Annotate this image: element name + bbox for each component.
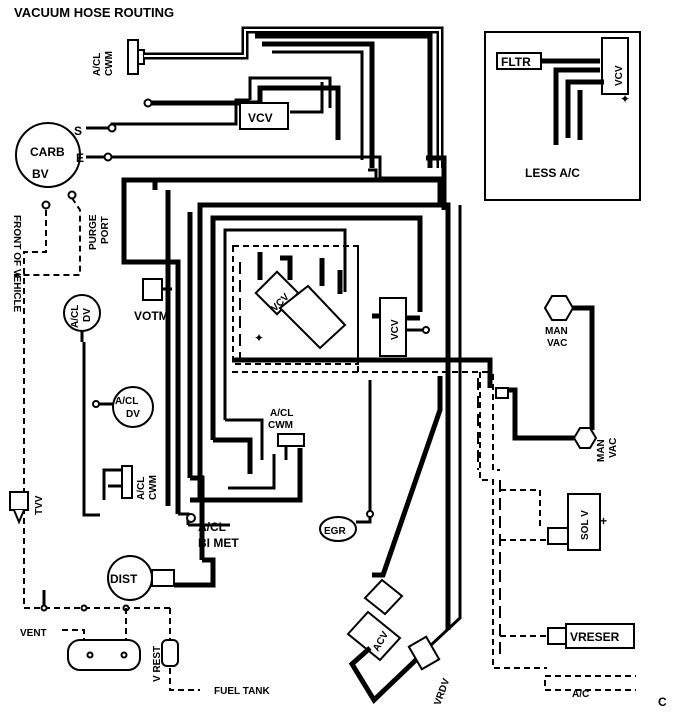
canister [67, 639, 141, 671]
top-hoses: VCV [86, 26, 447, 210]
inset-caption: LESS A/C [525, 166, 580, 180]
diagram-title: VACUUM HOSE ROUTING [14, 5, 174, 20]
front-of-vehicle-label: FRONT OF VEHICLE [11, 215, 22, 313]
acl-cwm-top-label-2: CWM [104, 51, 115, 76]
purge-port-label-1: PURGE [88, 214, 99, 250]
carb-circle [15, 122, 81, 188]
carb-label: CARB [30, 145, 65, 159]
solv-label: SOL V [580, 510, 591, 540]
acl-dv-top-label-2: DV [82, 308, 93, 322]
vcv-right-label: VCV [390, 319, 401, 340]
man-vac-top-label-1: MAN [545, 326, 568, 337]
ac-bottom-label: A/C [572, 689, 589, 700]
acl-cwm-center-label-2: CWM [268, 420, 293, 431]
egr: EGR [319, 380, 374, 542]
votm: VOTM [134, 278, 172, 323]
acl-cwm-top-label-1: A/CL [92, 53, 103, 76]
purge-port: PURGE PORT [14, 197, 111, 276]
fuel-tank-label: FUEL TANK [214, 686, 271, 697]
acl-cwm-left-label-1: A/CL [136, 477, 147, 500]
acl-dv-mid: A/CL DV [92, 386, 154, 428]
acv-vrdv: ACV VRDV [346, 205, 462, 707]
acl-bimet: A/CL BI MET [186, 513, 239, 550]
vreser-label: VRESER [570, 630, 620, 644]
acl-cwm-top: A/CL CWM [92, 39, 145, 76]
vent-label: VENT [20, 628, 47, 639]
carb-port-bv: BV [32, 167, 49, 181]
inset-less-ac: FLTR VCV ✦ LESS A/C [484, 31, 641, 201]
fuel-vent-system: VENT V REST FUEL TANK [20, 590, 271, 697]
acl-dv-top-label-1: A/CL [70, 305, 81, 328]
svg-text:✦: ✦ [620, 92, 630, 106]
dist: DIST [107, 555, 175, 601]
acl-dv-top: A/CL DV [63, 294, 101, 517]
acl-dv-mid-label-1: A/CL [115, 396, 138, 407]
acl-bimet-label-2: BI MET [198, 536, 239, 550]
man-vac-top-label-2: VAC [547, 338, 567, 349]
carb-port-e: E [76, 151, 84, 165]
acl-cwm-center-label-1: A/CL [270, 408, 293, 419]
vcv-top-box [239, 102, 289, 130]
dist-label: DIST [110, 572, 138, 586]
svg-text:+: + [600, 514, 607, 528]
man-vac-right-label-2: VAC [608, 438, 619, 458]
acl-cwm-center: A/CL CWM [268, 408, 305, 460]
vcv-top-label: VCV [248, 111, 273, 125]
man-vac-right: MAN VAC [232, 357, 619, 462]
acl-bimet-label-1: A/CL [198, 520, 226, 534]
acl-cwm-left: A/CL CWM [102, 465, 159, 500]
vcv-center: VCV ✦ [254, 252, 347, 350]
carb-port-s: S [74, 124, 82, 138]
votm-label: VOTM [134, 309, 169, 323]
vrdv-label: VRDV [432, 677, 452, 707]
inset-vcv-label: VCV [614, 65, 625, 86]
inset-fltr-label: FLTR [501, 55, 531, 69]
tvv-label: TVV [34, 495, 45, 515]
inset-vcv-box [601, 37, 629, 95]
carb: CARB S E BV [15, 122, 84, 210]
v-rest-label: V REST [152, 646, 163, 682]
corner-letter: C [658, 695, 667, 709]
vreser: VRESER [500, 623, 635, 649]
vcv-right: VCV [372, 297, 430, 357]
ac-bottom: A/C [544, 675, 636, 700]
solv: SOL V + [500, 489, 607, 551]
svg-text:✦: ✦ [254, 331, 264, 345]
man-vac-top: MAN VAC [543, 295, 595, 430]
egr-label: EGR [324, 526, 346, 537]
acl-cwm-left-label-2: CWM [148, 475, 159, 500]
man-vac-right-label-1: MAN [596, 439, 607, 462]
tvv: TVV [9, 491, 45, 525]
purge-port-label-2: PORT [100, 216, 111, 244]
acl-dv-mid-label-2: DV [126, 409, 140, 420]
